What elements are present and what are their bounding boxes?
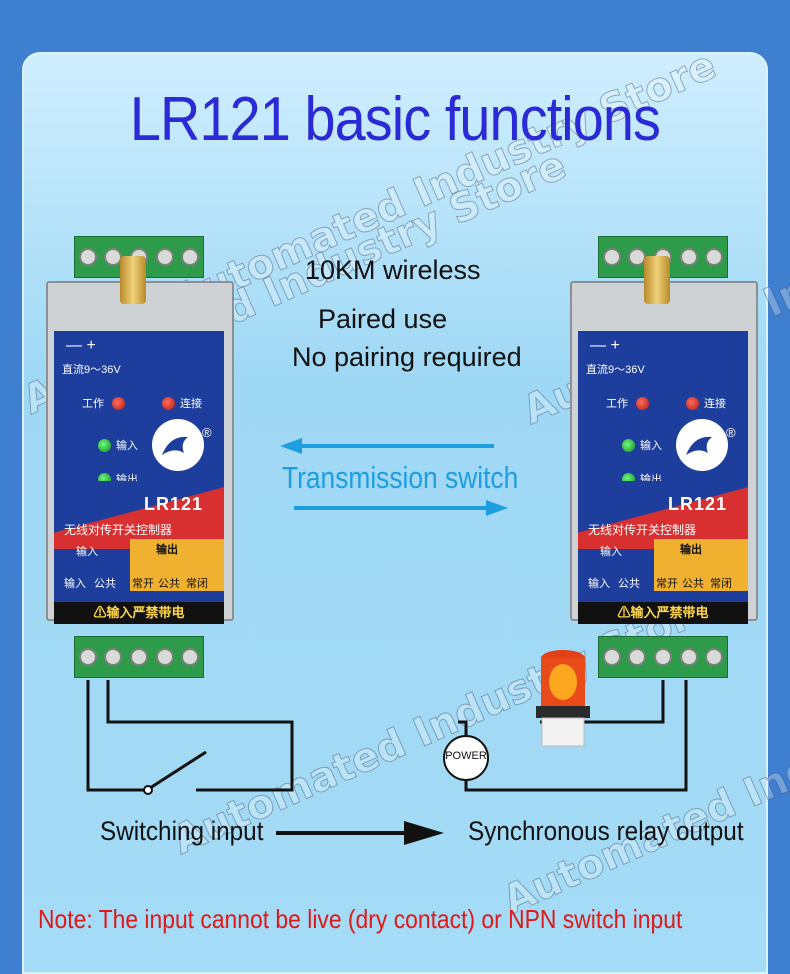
led-input: [622, 439, 635, 452]
led-input: [98, 439, 111, 452]
voltage-label: 直流9～36V: [62, 364, 121, 376]
relay-output-label: Synchronous relay output: [468, 816, 744, 846]
switching-input-label: Switching input: [100, 816, 264, 846]
term-common-out: 公共: [682, 578, 704, 590]
output-header: 输出: [156, 544, 178, 556]
registered-mark: ®: [202, 425, 212, 440]
power-signs: — +: [590, 337, 620, 354]
model-label: LR121: [668, 494, 728, 514]
input-header: 输入: [76, 546, 98, 558]
power-source-icon: [443, 735, 489, 781]
feature-paired: Paired use: [318, 304, 448, 334]
voltage-label: 直流9～36V: [586, 364, 645, 376]
term-common-in: 公共: [94, 578, 116, 590]
feature-wireless: 10KM wireless: [305, 255, 481, 285]
brand-logo-icon: [676, 419, 728, 471]
device-subtitle: 无线对传开关控制器: [588, 523, 697, 537]
device-faceplate: — + 直流9～36V 工作 连接 输入 输出 ® LR121 无线对传开关控制…: [54, 331, 224, 621]
arrow-right-icon: [294, 500, 508, 516]
led-link: [686, 397, 699, 410]
term-nc: 常闭: [186, 578, 208, 590]
terminal-block-bottom: [74, 636, 204, 678]
transmission-label: Transmission switch: [282, 460, 519, 495]
registered-mark: ®: [726, 425, 736, 440]
antenna-connector: [644, 256, 670, 304]
term-input: 输入: [64, 578, 86, 590]
input-header: 输入: [600, 546, 622, 558]
arrow-right-icon: [276, 821, 444, 845]
page-title: LR121 basic functions: [129, 85, 661, 154]
device-faceplate: — + 直流9～36V 工作 连接 输入 输出 ® LR121 无线对传开关控制…: [578, 331, 748, 621]
term-common-out: 公共: [158, 578, 180, 590]
output-header: 输出: [680, 544, 702, 556]
device-subtitle: 无线对传开关控制器: [64, 523, 173, 537]
led-work-label: 工作: [606, 398, 628, 410]
led-link-label: 连接: [180, 398, 202, 410]
led-link: [162, 397, 175, 410]
led-input-label: 输入: [116, 440, 138, 452]
term-input: 输入: [588, 578, 610, 590]
warning-light-icon: [536, 650, 590, 747]
red-band: [578, 481, 748, 549]
power-label: POWER: [445, 750, 487, 762]
feature-no-pairing: No pairing required: [292, 342, 522, 372]
device-transmitter: — + 直流9～36V 工作 连接 输入 输出 ® LR121 无线对传开关控制…: [46, 236, 234, 678]
red-band: [54, 481, 224, 549]
term-no: 常开: [132, 578, 154, 590]
terminal-block-bottom: [598, 636, 728, 678]
term-nc: 常闭: [710, 578, 732, 590]
brand-logo-icon: [152, 419, 204, 471]
led-link-label: 连接: [704, 398, 726, 410]
model-label: LR121: [144, 494, 204, 514]
power-signs: — +: [66, 337, 96, 354]
led-work: [636, 397, 649, 410]
led-input-label: 输入: [640, 440, 662, 452]
term-no: 常开: [656, 578, 678, 590]
term-common-in: 公共: [618, 578, 640, 590]
antenna-connector: [120, 256, 146, 304]
arrow-left-icon: [280, 438, 494, 454]
output-area: [130, 539, 224, 591]
led-work-label: 工作: [82, 398, 104, 410]
warning-label: ⚠输入严禁带电: [54, 602, 224, 624]
output-area: [654, 539, 748, 591]
device-receiver: — + 直流9～36V 工作 连接 输入 输出 ® LR121 无线对传开关控制…: [570, 236, 758, 678]
warning-label: ⚠输入严禁带电: [578, 602, 748, 624]
note-text: Note: The input cannot be live (dry cont…: [38, 904, 683, 934]
led-work: [112, 397, 125, 410]
